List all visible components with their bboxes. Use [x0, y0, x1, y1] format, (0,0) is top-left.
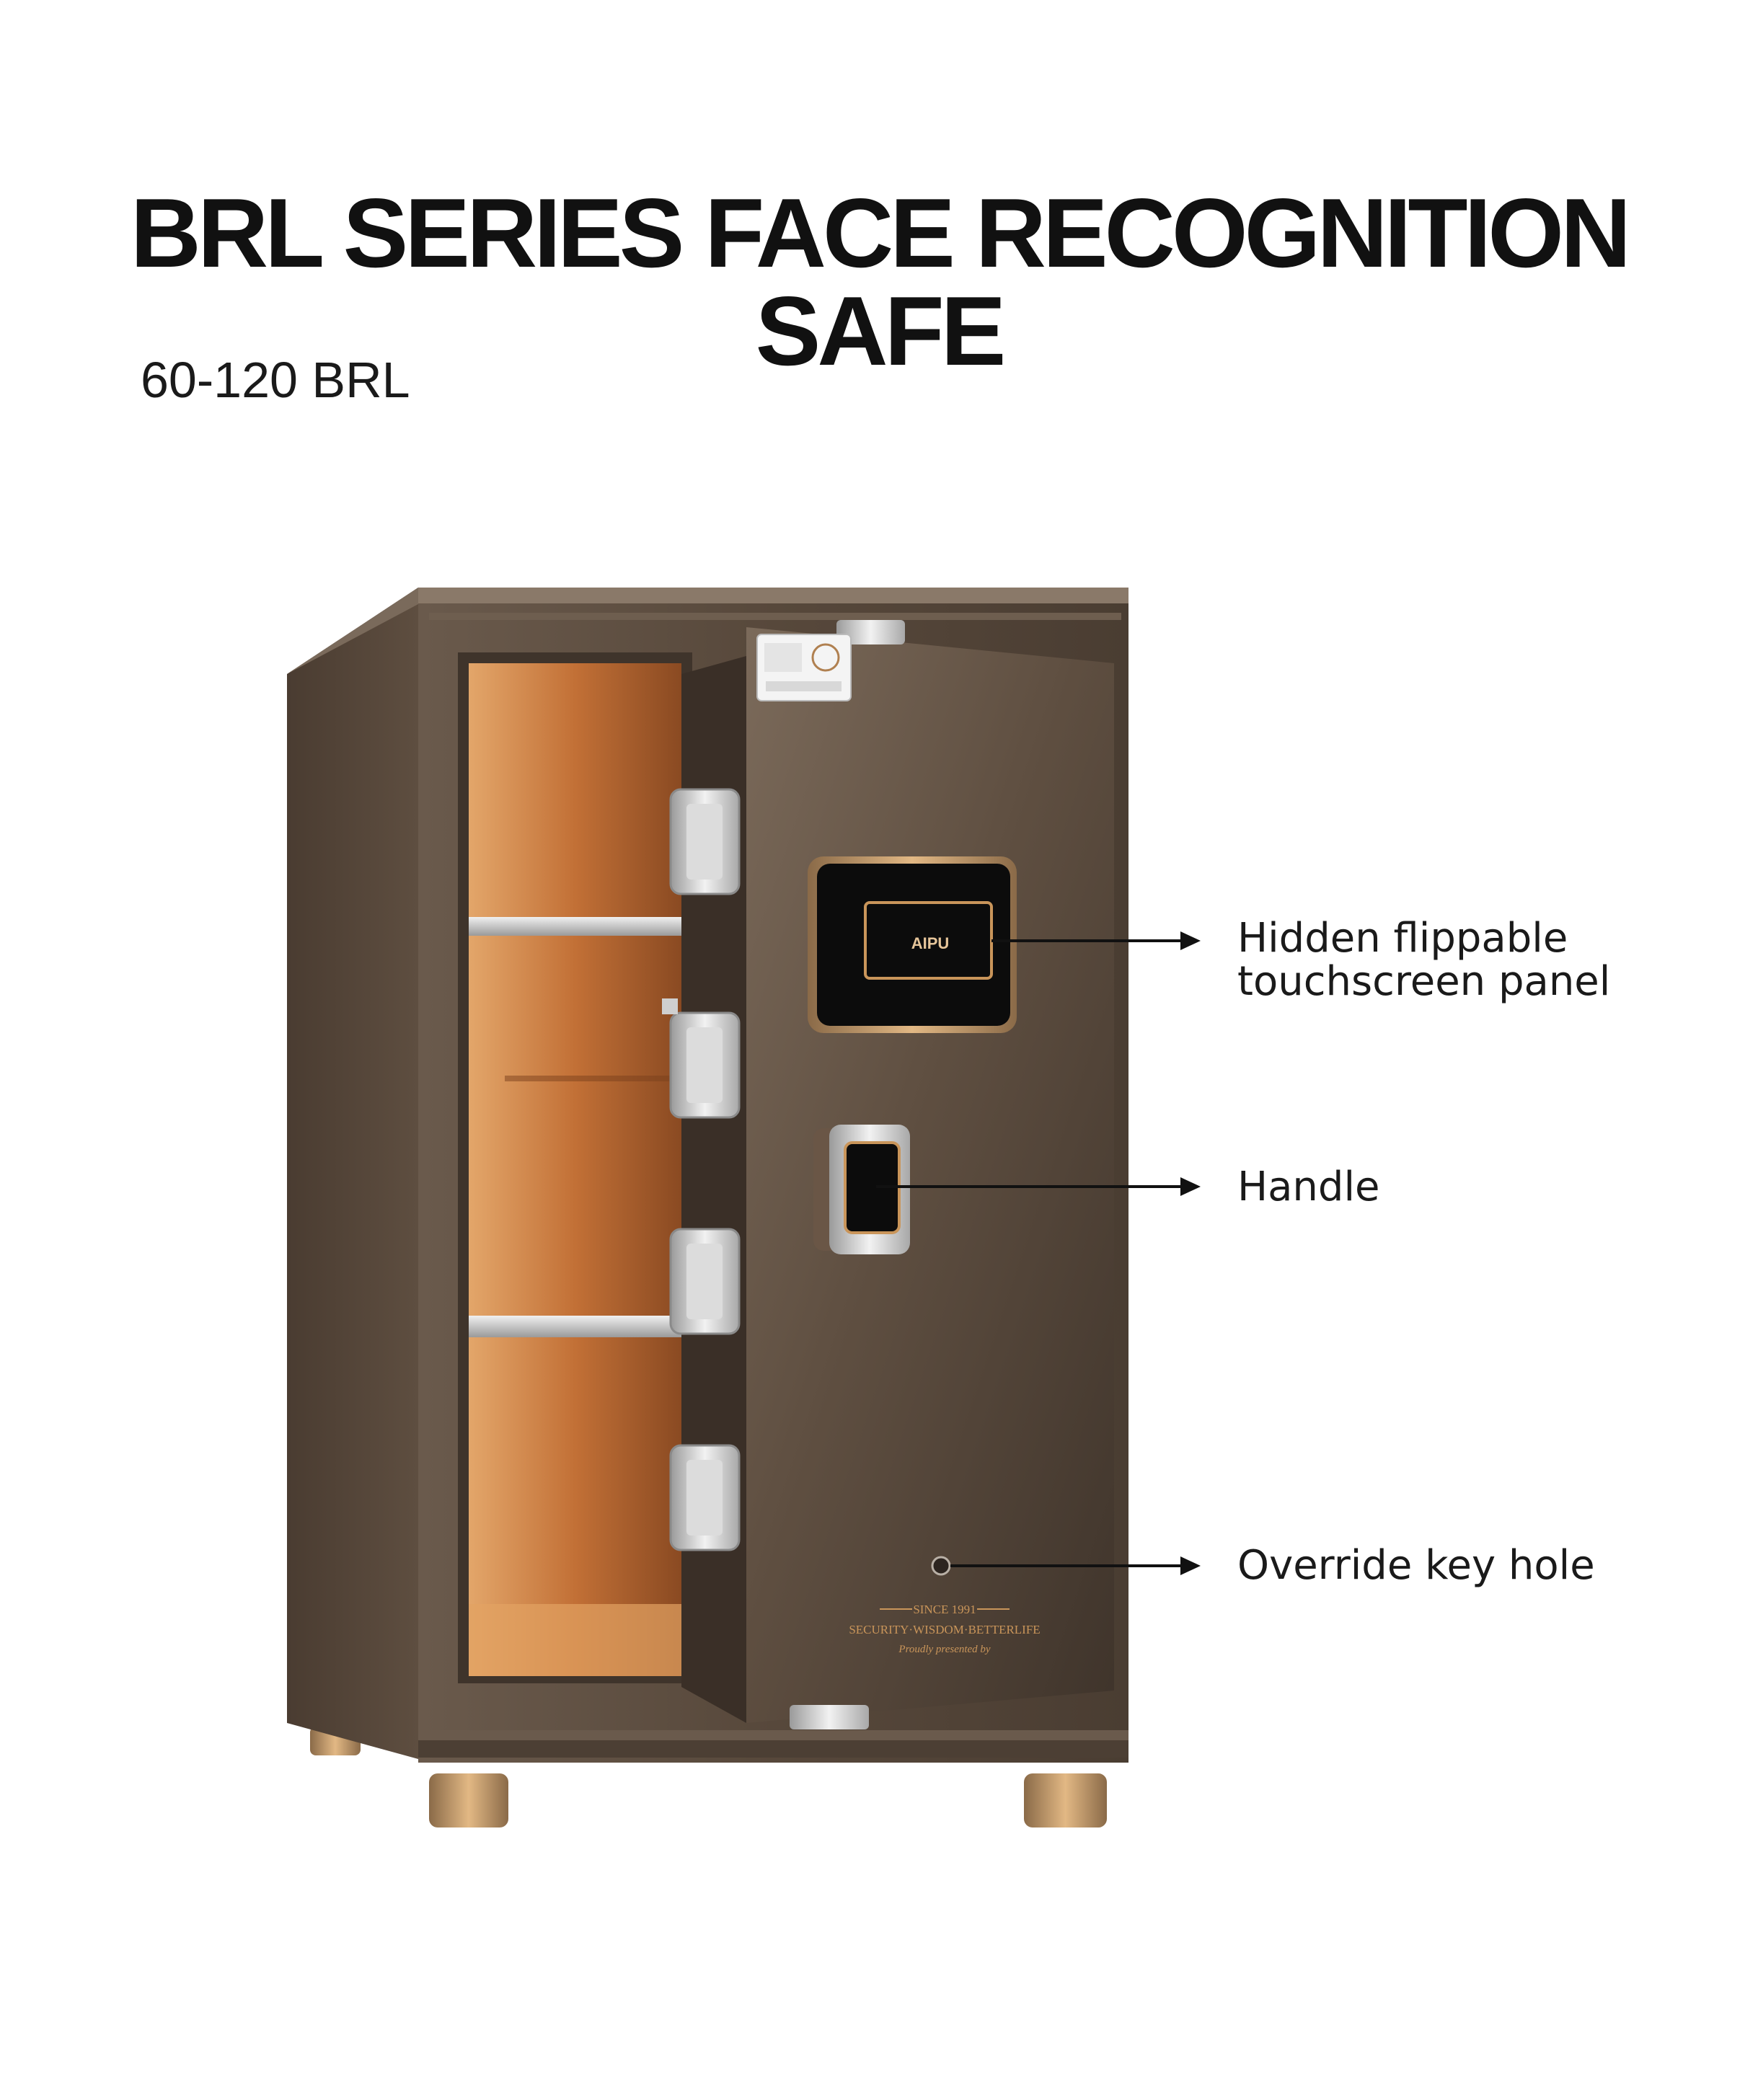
callout-keyhole: Override key hole	[1237, 1542, 1595, 1589]
locking-bolts	[662, 788, 741, 1551]
safe-door	[746, 627, 1114, 1723]
hinge-bottom	[790, 1705, 869, 1729]
callout-touchscreen-line2: touchscreen panel	[1237, 958, 1611, 1005]
engraving-line-3: Proudly presented by	[898, 1644, 991, 1655]
shelf-lower	[469, 1316, 681, 1337]
panel-logo: AIPU	[911, 934, 950, 952]
touchscreen-panel[interactable]: AIPU	[808, 856, 1017, 1033]
callout-touchscreen: Hidden flippable touchscreen panel	[1237, 917, 1610, 1004]
safe-feet	[310, 1727, 1107, 1827]
engraving-line-1: SINCE 1991	[913, 1603, 976, 1616]
safe-side-panel	[287, 588, 418, 1759]
override-keyhole[interactable]	[931, 1556, 951, 1576]
hinge-top	[836, 620, 905, 644]
model-number: 60-120 BRL	[141, 352, 410, 408]
certification-sticker	[756, 634, 852, 701]
page-title: BRL SERIES FACE RECOGNITION SAFE	[130, 178, 1632, 386]
callout-handle: Handle	[1237, 1164, 1380, 1210]
door-engraving: SINCE 1991 SECURITY·WISDOM·BETTERLIFE Pr…	[849, 1603, 1040, 1655]
callout-arrows	[876, 931, 1201, 1575]
safe-interior	[469, 663, 681, 1676]
callout-touchscreen-line1: Hidden flippable	[1237, 915, 1568, 962]
door-handle[interactable]	[813, 1125, 910, 1254]
engraving-line-2: SECURITY·WISDOM·BETTERLIFE	[849, 1623, 1040, 1636]
shelf-upper	[469, 917, 681, 936]
